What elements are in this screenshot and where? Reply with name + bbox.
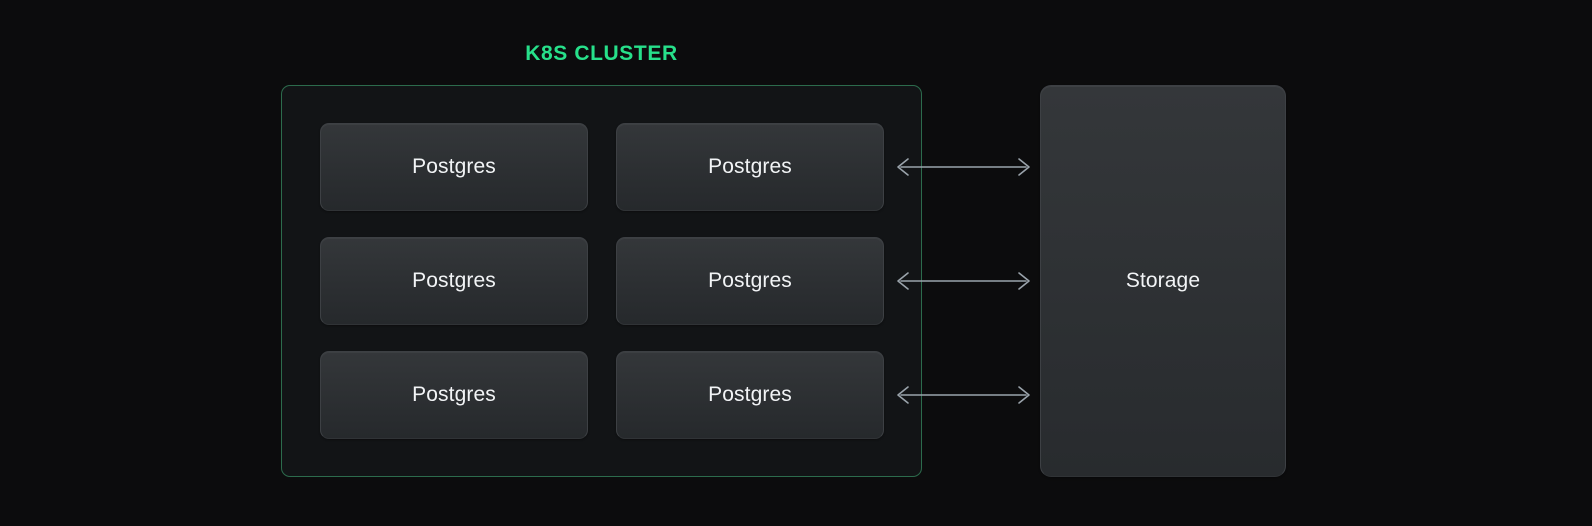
storage-box[interactable]: Storage <box>1040 85 1286 477</box>
postgres-node-label: Postgres <box>708 269 792 292</box>
storage-label: Storage <box>1125 269 1201 292</box>
postgres-node-label: Postgres <box>412 383 496 406</box>
postgres-node-label: Postgres <box>412 155 496 178</box>
postgres-node[interactable]: Postgres <box>320 351 588 439</box>
postgres-node[interactable]: Postgres <box>320 237 588 325</box>
postgres-node-grid: Postgres Postgres Postgres Postgres Post… <box>320 123 884 439</box>
postgres-node[interactable]: Postgres <box>616 351 884 439</box>
postgres-node[interactable]: Postgres <box>320 123 588 211</box>
postgres-node[interactable]: Postgres <box>616 237 884 325</box>
postgres-node-label: Postgres <box>412 269 496 292</box>
postgres-node[interactable]: Postgres <box>616 123 884 211</box>
postgres-node-label: Postgres <box>708 383 792 406</box>
postgres-node-label: Postgres <box>708 155 792 178</box>
cluster-title: K8S CLUSTER <box>525 42 678 65</box>
